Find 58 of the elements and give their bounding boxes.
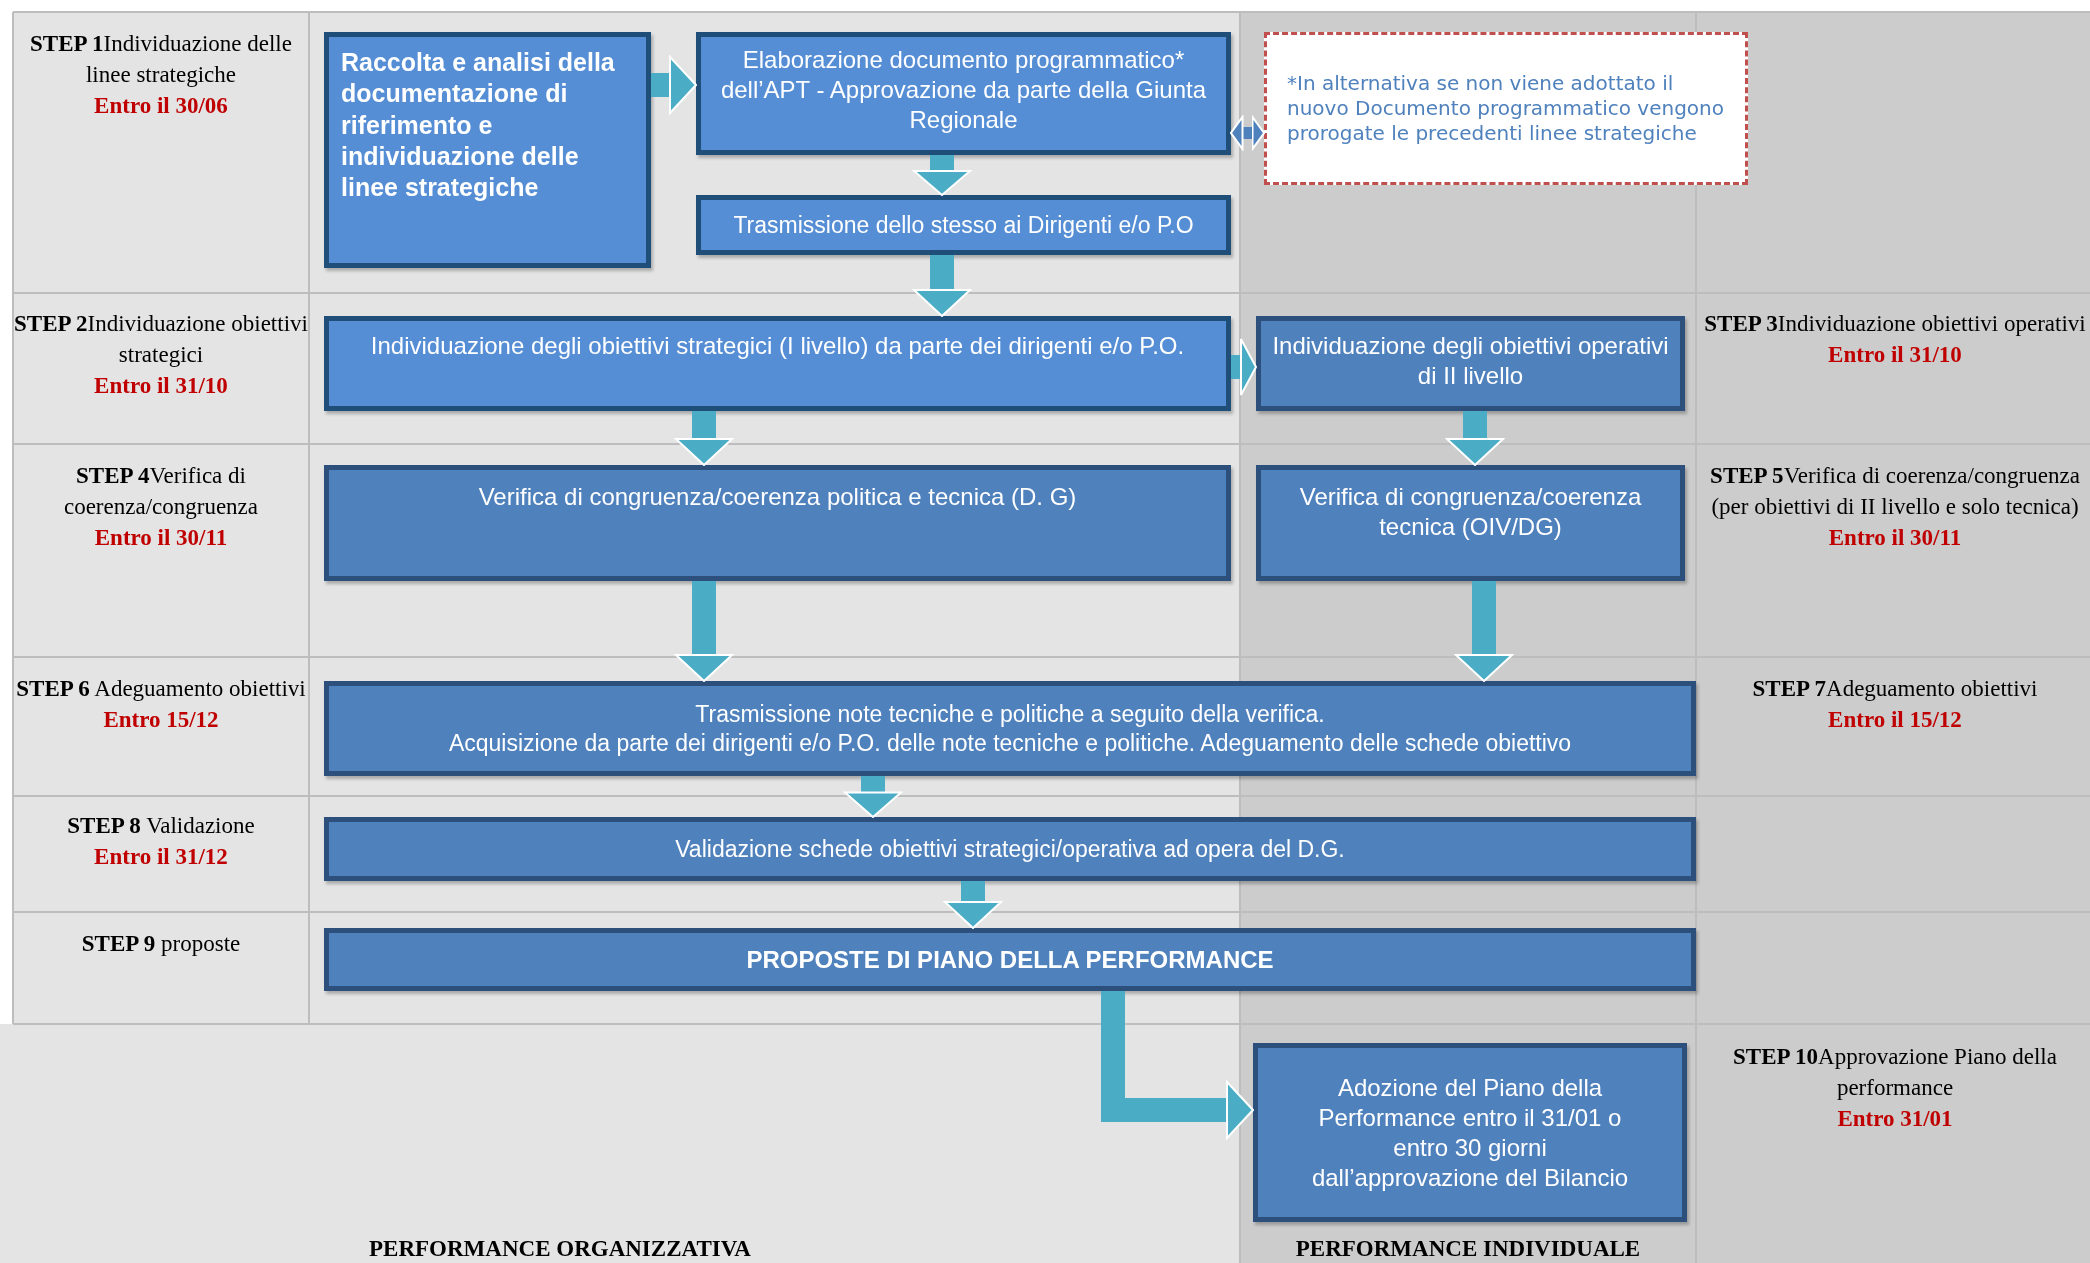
block-arrow xyxy=(1229,116,1266,150)
process-box xyxy=(324,817,1696,881)
column-heading: PERFORMANCE INDIVIDUALE xyxy=(1295,1235,1641,1263)
step-label: STEP 3Individuazione obiettivi operativi xyxy=(1704,310,2086,338)
box-label: Raccolta e analisi della documentazione di riferimento e individuazione delle linee strategiche xyxy=(341,47,616,203)
box-label: Adozione del Piano della Performance entro il 31/01 o entro 30 giorni dall’approvazione del Bilancio xyxy=(1310,1072,1630,1193)
box-label: Elaborazione documento programmatico* dell’APT - Approvazione da parte della Giunta Regionale xyxy=(719,45,1208,135)
step-label: STEP 8 Validazione xyxy=(67,812,255,840)
step-label: STEP 9 proposte xyxy=(81,930,241,958)
step-label: STEP 10Approvazione Piano della performance xyxy=(1732,1043,2058,1103)
deadline-text: Entro il 30/06 xyxy=(94,92,228,121)
deadline-text: Entro il 31/12 xyxy=(94,843,228,872)
process-box xyxy=(324,316,1231,411)
deadline-text: Entro il 30/11 xyxy=(94,524,228,553)
block-arrow xyxy=(913,155,971,196)
process-box xyxy=(1256,316,1685,411)
block-arrow xyxy=(1446,411,1504,466)
process-box xyxy=(1256,465,1685,581)
block-arrow xyxy=(651,56,697,114)
block-arrow xyxy=(1455,581,1513,682)
step-label: STEP 1Individuazione delle linee strategiche xyxy=(29,30,293,90)
block-arrow xyxy=(944,881,1002,929)
step-label: STEP 2Individuazione obiettivi strategici xyxy=(13,310,309,370)
process-box xyxy=(696,195,1231,255)
step-label: STEP 6 Adeguamento obiettivi xyxy=(16,675,306,703)
box-label: PROPOSTE DI PIANO DELLA PERFORMANCE xyxy=(745,944,1275,975)
block-arrow xyxy=(1231,338,1257,396)
process-box xyxy=(324,465,1231,581)
process-box xyxy=(324,928,1696,991)
deadline-text: Entro il 15/12 xyxy=(1828,706,1962,735)
column-heading: PERFORMANCE ORGANIZZATIVA xyxy=(369,1235,751,1263)
process-box xyxy=(696,32,1231,155)
step-label: STEP 5Verifica di coerenza/congruenza (per obiettivi di II livello e solo tecnica) xyxy=(1709,462,2081,522)
block-arrow xyxy=(1101,991,1254,1139)
process-box xyxy=(324,32,651,268)
block-arrow xyxy=(844,776,902,818)
block-arrow xyxy=(675,411,733,466)
box-label: Acquisizione da parte dei dirigenti e/o P.O. delle note tecniche e politiche. Adeguamento delle schede obiettivo xyxy=(447,728,1573,758)
note-box xyxy=(1264,32,1748,185)
deadline-text: Entro il 31/10 xyxy=(1828,341,1962,370)
box-label: Trasmissione dello stesso ai Dirigenti e/o P.O xyxy=(732,210,1195,240)
box-label: Individuazione degli obiettivi operativi di II livello xyxy=(1271,331,1670,391)
box-label: Individuazione degli obiettivi strategici (I livello) da parte dei dirigenti e/o P.O. xyxy=(369,331,1186,361)
box-label: Verifica di congruenza/coerenza politica e tecnica (D. G) xyxy=(477,482,1078,512)
box-label: Validazione schede obiettivi strategici/operativa ad opera del D.G. xyxy=(674,834,1346,864)
deadline-text: Entro il 31/10 xyxy=(94,372,228,401)
block-arrow xyxy=(675,581,733,682)
deadline-text: Entro 15/12 xyxy=(103,706,219,735)
note-text: *In alternativa se non viene adottato il nuovo Documento programmatico vengono prorogate le precedenti linee strategiche xyxy=(1287,71,1725,146)
box-label: Trasmissione note tecniche e politiche a seguito della verifica. xyxy=(694,699,1326,729)
process-box xyxy=(1253,1043,1687,1222)
deadline-text: Entro 31/01 xyxy=(1837,1105,1953,1134)
step-label: STEP 7Adeguamento obiettivi xyxy=(1752,675,2038,703)
box-label: Verifica di congruenza/coerenza tecnica (OIV/DG) xyxy=(1298,482,1643,542)
deadline-text: Entro il 30/11 xyxy=(1828,524,1962,553)
block-arrow xyxy=(913,255,971,317)
process-box xyxy=(324,681,1696,776)
step-label: STEP 4Verifica di coerenza/congruenza xyxy=(62,462,260,522)
